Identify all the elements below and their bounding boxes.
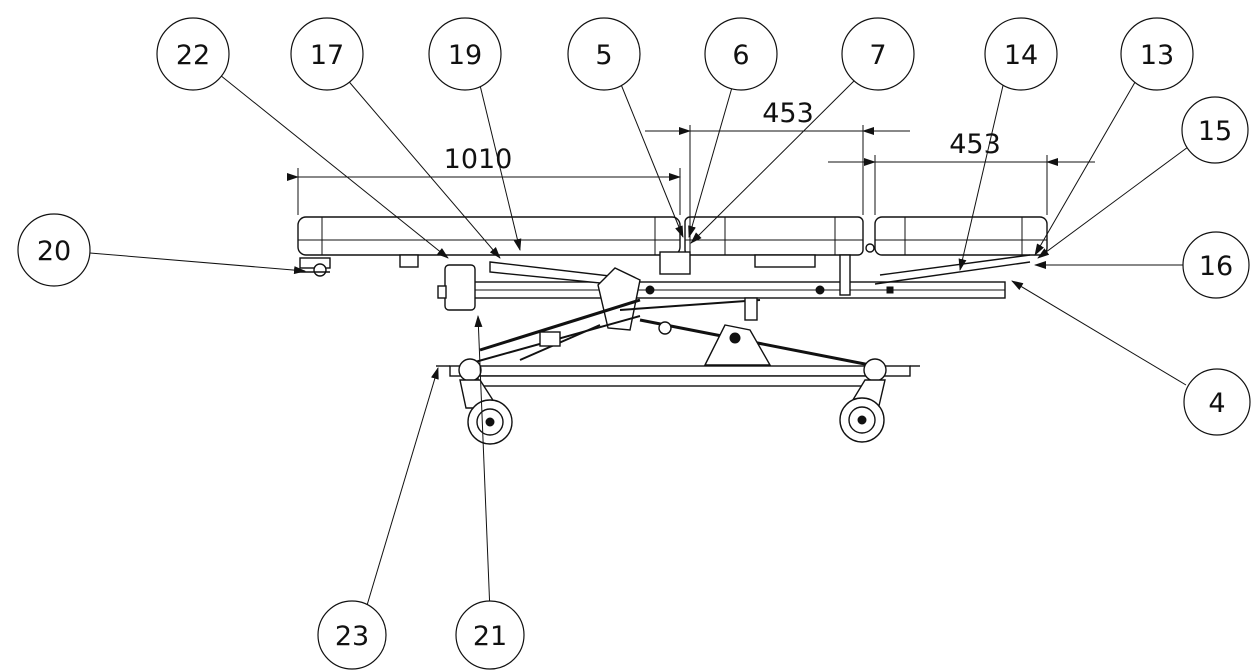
- dimension-453-a: 453: [645, 98, 910, 270]
- callout-balloon: 21: [455, 600, 525, 670]
- lift-motor: [597, 267, 641, 331]
- callout-label: 17: [310, 40, 344, 71]
- callout-label: 20: [37, 236, 71, 267]
- callout-balloon: 5: [567, 17, 641, 91]
- base-frame: [449, 365, 911, 377]
- callout-label: 5: [595, 40, 612, 71]
- callout-label: 22: [176, 40, 210, 71]
- callout-label: 13: [1140, 40, 1174, 71]
- bed-assembly: [296, 216, 1048, 445]
- caster-left: [458, 358, 513, 445]
- callout-balloon: 19: [428, 17, 502, 91]
- callout-label: 19: [448, 40, 482, 71]
- callout-balloon: 23: [317, 600, 387, 670]
- dimension-label: 453: [949, 129, 1001, 160]
- callout-label: 16: [1199, 251, 1233, 282]
- callout-label: 21: [473, 621, 507, 652]
- callout-balloon: 14: [984, 17, 1058, 91]
- dimension-453-b: 453: [828, 129, 1095, 215]
- callout-balloon: 20: [17, 213, 91, 287]
- callout-balloon: 4: [1183, 368, 1251, 436]
- mattress-back-section: [297, 216, 681, 256]
- dimension-1010: 1010: [287, 144, 681, 215]
- callout-label: 6: [732, 40, 749, 71]
- callout-label: 4: [1208, 388, 1225, 419]
- callout-balloons: 22 17 19 5 6 7 14 13: [17, 17, 1251, 670]
- callout-balloon: 16: [1182, 231, 1250, 299]
- mattress-leg-section: [874, 216, 1048, 256]
- callout-balloon: 6: [704, 17, 778, 91]
- leader-lines: [89, 74, 1189, 613]
- head-control-box: [444, 264, 476, 311]
- callout-label: 15: [1198, 116, 1232, 147]
- dimension-label: 1010: [444, 144, 513, 175]
- callout-label: 7: [869, 40, 886, 71]
- callout-balloon: 7: [841, 17, 915, 91]
- callout-balloon: 13: [1120, 17, 1194, 91]
- dimension-label: 453: [762, 98, 814, 129]
- callout-balloon: 15: [1181, 96, 1249, 164]
- callout-label: 23: [335, 621, 369, 652]
- callout-balloon: 17: [290, 17, 364, 91]
- callout-label: 14: [1004, 40, 1038, 71]
- callout-balloon: 22: [156, 17, 230, 91]
- caster-right: [839, 358, 887, 443]
